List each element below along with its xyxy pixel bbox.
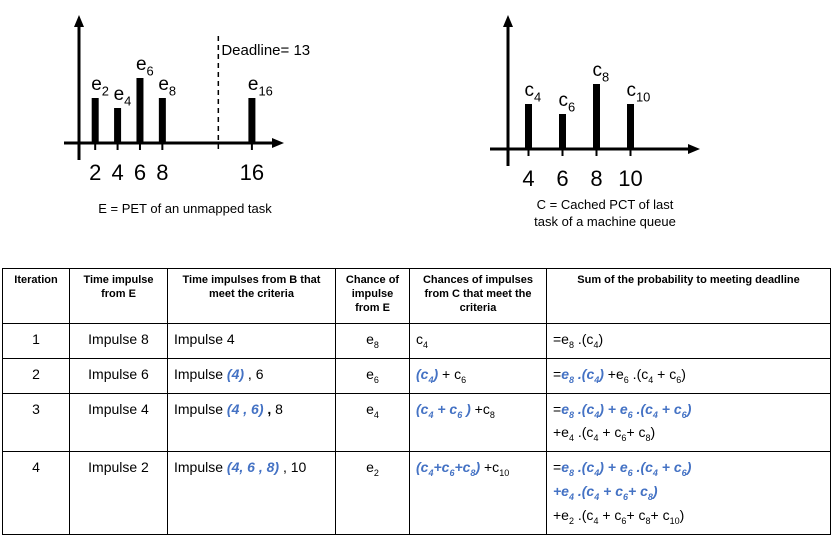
bar-label: e4 bbox=[114, 84, 132, 109]
right-caption-line2: task of a machine queue bbox=[534, 214, 676, 229]
cell-impulses-b: Impulse (4 , 6) , 8 bbox=[167, 392, 336, 453]
cell-impulse: Impulse 6 bbox=[69, 357, 168, 394]
charts-canvas: 2 e2 4 e4 6 e6 8 e8 16 e16 Deadline= 13 4 c4 6 c6 8 c8 10… bbox=[64, 15, 700, 191]
header-impulses-b: Time impulses from B that meet the crite… bbox=[167, 268, 336, 324]
cell-impulse: Impulse 8 bbox=[69, 323, 168, 359]
bar-label: c10 bbox=[627, 80, 651, 105]
impulse-bar bbox=[525, 104, 532, 149]
cell-sum: =e8 .(c4) +e6 .(c4 + c6) bbox=[546, 357, 831, 394]
cell-iteration: 1 bbox=[2, 323, 70, 359]
x-tick-label: 6 bbox=[134, 160, 146, 185]
bar-label: e2 bbox=[91, 74, 109, 99]
cell-chance-e: e4 bbox=[335, 392, 410, 453]
cell-impulses-b: Impulse (4) , 6 bbox=[167, 357, 336, 394]
table-row: 3 Impulse 4 Impulse (4 , 6) , 8 e4 (c4 +… bbox=[2, 392, 831, 453]
cell-chances-c: (c4+c6+c8) +c10 bbox=[409, 451, 547, 535]
cell-chances-c: (c4) + c6 bbox=[409, 357, 547, 394]
x-tick-label: 8 bbox=[156, 160, 168, 185]
impulse-bar bbox=[559, 114, 566, 149]
x-tick-label: 6 bbox=[556, 166, 568, 191]
left-chart-caption: E = PET of an unmapped task bbox=[98, 201, 272, 216]
header-chance-e: Chance of impulse from E bbox=[335, 268, 410, 324]
x-axis-arrow bbox=[688, 144, 700, 154]
impulse-bar bbox=[627, 104, 634, 149]
cell-iteration: 4 bbox=[2, 451, 70, 535]
impulse-bar bbox=[114, 108, 122, 143]
cell-iteration: 3 bbox=[2, 392, 70, 453]
cell-chance-e: e6 bbox=[335, 357, 410, 394]
cell-impulse: Impulse 2 bbox=[69, 451, 168, 535]
impulse-bar bbox=[593, 84, 600, 149]
impulse-bar bbox=[136, 78, 144, 143]
cell-sum: =e8 .(c4) bbox=[546, 323, 831, 359]
header-time-impulse: Time impulse from E bbox=[69, 268, 168, 324]
bar-label: c4 bbox=[525, 80, 542, 105]
x-tick-label: 10 bbox=[618, 166, 642, 191]
x-tick-label: 4 bbox=[522, 166, 534, 191]
cell-sum: =e8 .(c4) + e6 .(c4 + c6)+e4 .(c4 + c6+ … bbox=[546, 451, 831, 535]
bar-label: c6 bbox=[559, 90, 576, 115]
right-chart-caption: C = Cached PCT of last task of a machine… bbox=[490, 196, 720, 230]
probability-table: Iteration Time impulse from E Time impul… bbox=[2, 268, 831, 535]
cell-sum: =e8 .(c4) + e6 .(c4 + c6)+e4 .(c4 + c6+ … bbox=[546, 392, 831, 453]
header-iteration: Iteration bbox=[2, 268, 70, 324]
bar-label: e8 bbox=[158, 74, 176, 99]
cell-impulse: Impulse 4 bbox=[69, 392, 168, 453]
table-header-row: Iteration Time impulse from E Time impul… bbox=[2, 268, 831, 324]
bar-label: e16 bbox=[248, 74, 273, 99]
cell-iteration: 2 bbox=[2, 357, 70, 394]
x-axis-arrow bbox=[272, 138, 284, 148]
cell-impulses-b: Impulse (4, 6 , 8) , 10 bbox=[167, 451, 336, 535]
impulse-bar bbox=[91, 98, 99, 143]
header-chances-c: Chances of impulses from C that meet the… bbox=[409, 268, 547, 324]
x-tick-label: 8 bbox=[590, 166, 602, 191]
y-axis-arrow bbox=[74, 15, 84, 27]
x-tick-label: 2 bbox=[89, 160, 101, 185]
y-axis-arrow bbox=[503, 15, 513, 27]
deadline-label: Deadline= 13 bbox=[221, 42, 310, 59]
header-sum-probability: Sum of the probability to meeting deadli… bbox=[546, 268, 831, 324]
x-tick-label: 4 bbox=[111, 160, 123, 185]
impulse-bar bbox=[248, 98, 256, 143]
impulse-bar bbox=[158, 98, 166, 143]
bar-label: e6 bbox=[136, 54, 154, 79]
table-row: 4 Impulse 2 Impulse (4, 6 , 8) , 10 e2 (… bbox=[2, 451, 831, 535]
cell-chances-c: (c4 + c6 ) +c8 bbox=[409, 392, 547, 453]
cell-chances-c: c4 bbox=[409, 323, 547, 359]
cell-impulses-b: Impulse 4 bbox=[167, 323, 336, 359]
bar-label: c8 bbox=[593, 60, 610, 85]
cell-chance-e: e2 bbox=[335, 451, 410, 535]
table-row: 2 Impulse 6 Impulse (4) , 6 e6 (c4) + c6… bbox=[2, 357, 831, 394]
right-caption-line1: C = Cached PCT of last bbox=[536, 197, 674, 212]
cell-chance-e: e8 bbox=[335, 323, 410, 359]
x-tick-label: 16 bbox=[240, 160, 264, 185]
table-row: 1 Impulse 8 Impulse 4 e8 c4 =e8 .(c4) bbox=[2, 323, 831, 359]
